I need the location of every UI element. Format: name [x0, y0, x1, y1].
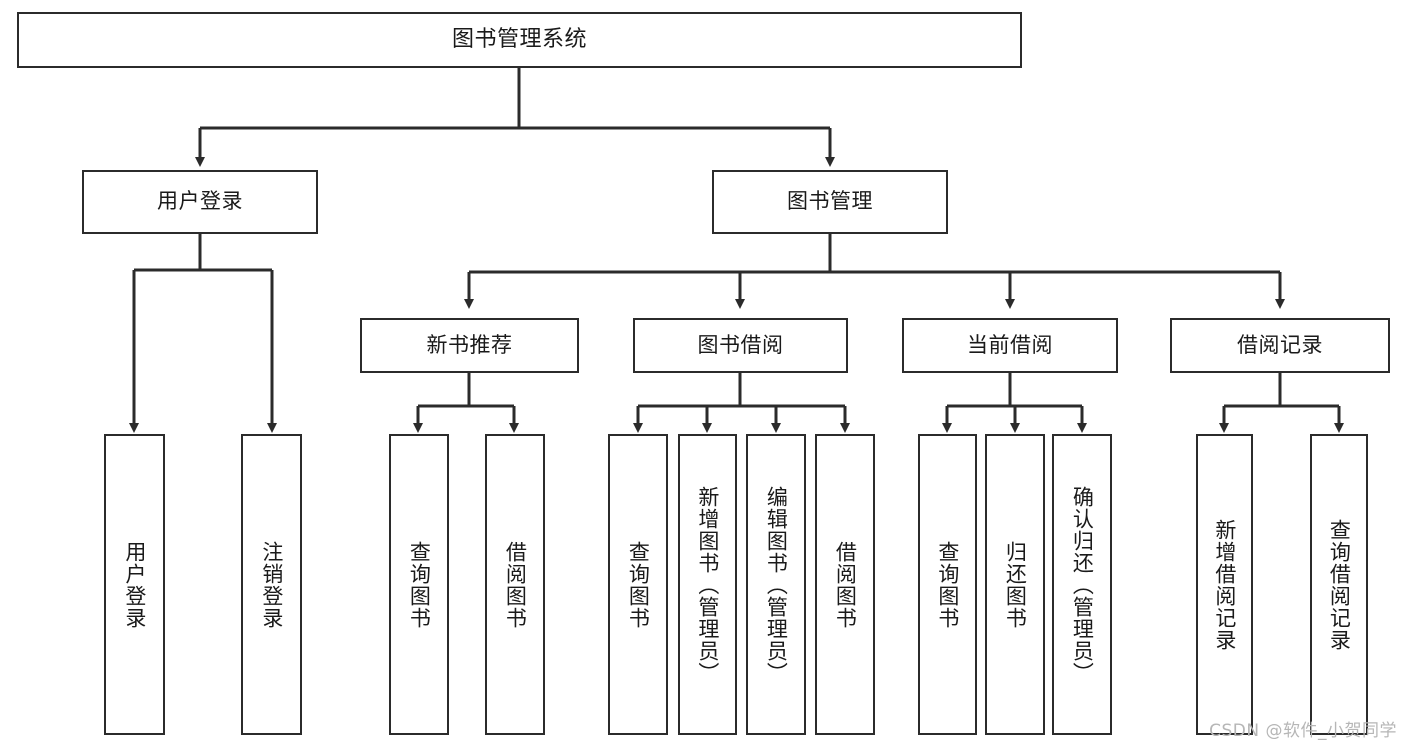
leaf-new-book-query[interactable]: 查询图书 [389, 434, 449, 735]
leaf-current-return-label: 归还图书 [1003, 540, 1028, 629]
leaf-records-query-label: 查询借阅记录 [1327, 518, 1352, 651]
node-book-borrow-label: 图书借阅 [697, 332, 784, 357]
leaf-current-query[interactable]: 查询图书 [918, 434, 977, 735]
node-book-borrow[interactable]: 图书借阅 [633, 318, 848, 373]
node-current-borrow[interactable]: 当前借阅 [902, 318, 1118, 373]
node-user-login-label: 用户登录 [157, 189, 243, 214]
leaf-borrow-borrow-book[interactable]: 借阅图书 [815, 434, 875, 735]
leaf-records-query[interactable]: 查询借阅记录 [1310, 434, 1368, 735]
node-borrow-records-label: 借阅记录 [1237, 332, 1323, 357]
node-book-management[interactable]: 图书管理 [712, 170, 948, 234]
leaf-borrow-query-label: 查询图书 [626, 540, 651, 629]
leaf-user-login-signout[interactable]: 注销登录 [241, 434, 302, 735]
leaf-user-login-signout-label: 注销登录 [259, 540, 284, 629]
leaf-borrow-add-book-label: 新增图书（管理员） [695, 485, 720, 684]
node-borrow-records[interactable]: 借阅记录 [1170, 318, 1390, 373]
node-current-borrow-label: 当前借阅 [967, 332, 1053, 357]
leaf-current-return[interactable]: 归还图书 [985, 434, 1045, 735]
node-new-book-recommend-label: 新书推荐 [426, 332, 513, 357]
leaf-user-login-signin[interactable]: 用户登录 [104, 434, 165, 735]
leaf-current-confirm-return-label: 确认归还（管理员） [1070, 485, 1095, 684]
leaf-borrow-add-book[interactable]: 新增图书（管理员） [678, 434, 737, 735]
leaf-user-login-signin-label: 用户登录 [122, 540, 147, 629]
node-root-label: 图书管理系统 [451, 26, 587, 52]
leaf-current-confirm-return[interactable]: 确认归还（管理员） [1052, 434, 1112, 735]
leaf-current-query-label: 查询图书 [935, 540, 960, 629]
node-book-management-label: 图书管理 [787, 189, 873, 214]
node-root[interactable]: 图书管理系统 [17, 12, 1022, 68]
leaf-records-add-label: 新增借阅记录 [1212, 518, 1237, 651]
node-user-login[interactable]: 用户登录 [82, 170, 318, 234]
leaf-borrow-query[interactable]: 查询图书 [608, 434, 668, 735]
leaf-new-book-borrow[interactable]: 借阅图书 [485, 434, 545, 735]
leaf-borrow-borrow-book-label: 借阅图书 [833, 540, 858, 629]
leaf-borrow-edit-book-label: 编辑图书（管理员） [764, 485, 789, 684]
leaf-records-add[interactable]: 新增借阅记录 [1196, 434, 1253, 735]
leaf-new-book-borrow-label: 借阅图书 [503, 540, 528, 629]
leaf-new-book-query-label: 查询图书 [407, 540, 432, 629]
leaf-borrow-edit-book[interactable]: 编辑图书（管理员） [746, 434, 806, 735]
node-new-book-recommend[interactable]: 新书推荐 [360, 318, 579, 373]
